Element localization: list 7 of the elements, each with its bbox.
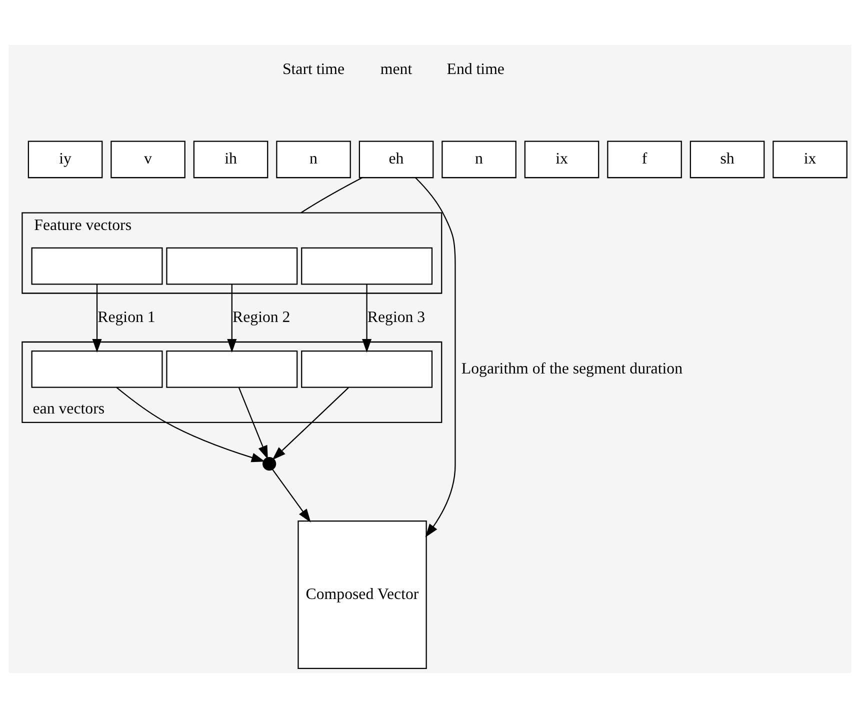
edge-label: Region 2 [232,308,290,326]
edge-label: Logarithm of the segment duration [461,360,683,378]
label: ment [380,61,412,78]
label: Start time [282,61,345,78]
edge-label: Region 3 [367,308,426,326]
edge-label: Region 1 [98,308,156,326]
label: End time [446,61,504,78]
